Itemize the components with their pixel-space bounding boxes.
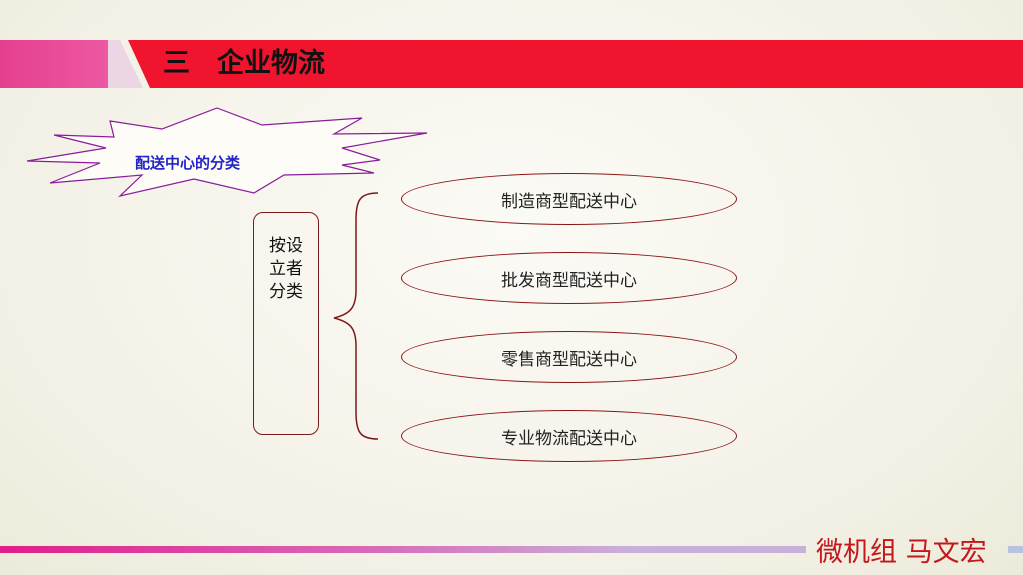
header-banner (0, 40, 1023, 88)
starburst-shape (26, 107, 428, 198)
type-label: 批发商型配送中心 (501, 270, 637, 291)
curly-brace (333, 192, 379, 440)
type-label: 制造商型配送中心 (501, 191, 637, 212)
type-logistics: 专业物流配送中心 (401, 410, 737, 462)
starburst-label: 配送中心的分类 (135, 154, 241, 172)
header-light-stripe (108, 40, 143, 88)
type-retailer: 零售商型配送中心 (401, 331, 737, 383)
header-pink-block (0, 40, 115, 88)
page-title: 三 企业物流 (163, 48, 325, 79)
category-box: 按设立者分类 (253, 212, 319, 435)
author-signature: 微机组 马文宏 (816, 537, 987, 568)
category-label: 按设立者分类 (269, 236, 303, 302)
footer-bar (0, 546, 1023, 553)
type-wholesaler: 批发商型配送中心 (401, 252, 737, 304)
type-label: 专业物流配送中心 (501, 428, 637, 449)
type-manufacturer: 制造商型配送中心 (401, 173, 737, 225)
header-red-bar (128, 40, 1023, 88)
type-label: 零售商型配送中心 (501, 349, 637, 370)
